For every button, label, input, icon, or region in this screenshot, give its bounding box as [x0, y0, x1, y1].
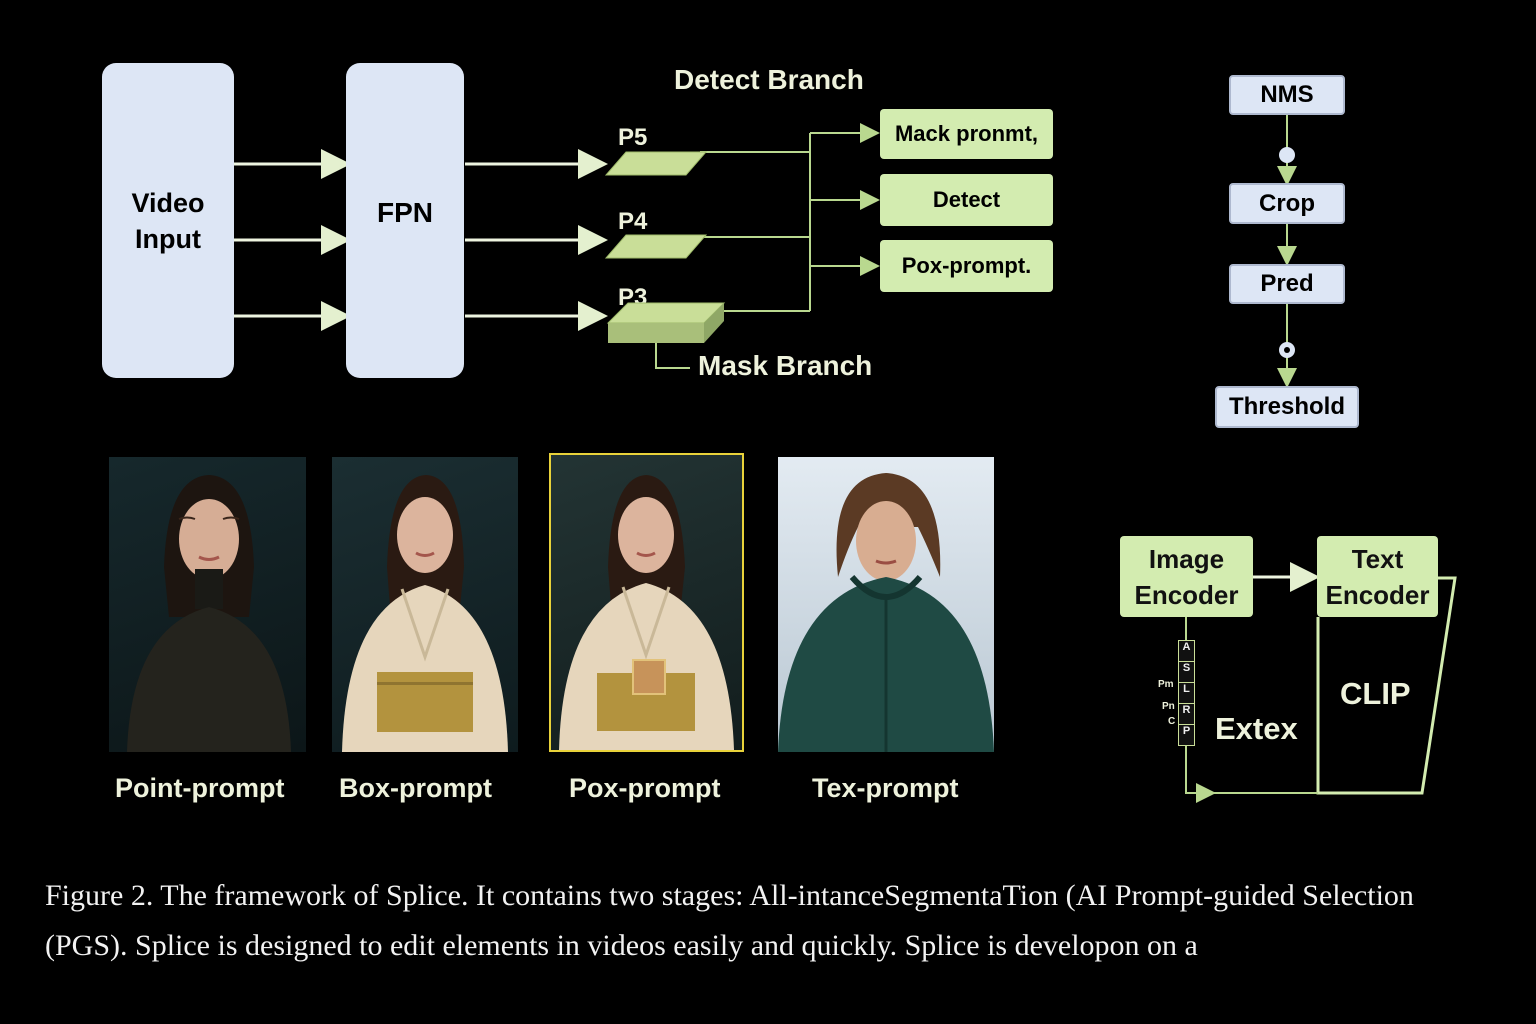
pipeline-step-crop: Crop [1229, 183, 1345, 224]
feature-plate-p3-top [606, 302, 726, 324]
pipeline-step-label-3: Pred [1260, 270, 1314, 297]
image-encoder-box: Image Encoder [1120, 536, 1253, 617]
figure-caption-line1: Figure 2. The framework of Splice. It co… [45, 879, 1414, 912]
example-label-tex-prompt: Tex-prompt [812, 773, 959, 803]
example-photo-box-prompt [332, 457, 518, 752]
portrait-illustration [778, 473, 994, 752]
feature-plates [604, 151, 726, 343]
fpn-label: FPN [377, 196, 433, 228]
feature-stack: A S L R P [1178, 640, 1195, 746]
example-label-box-prompt: Box-prompt [339, 773, 492, 803]
side-label-pm: Pm [1158, 679, 1174, 690]
video-input-box: Video Input [102, 63, 234, 378]
text-encoder-label-line1: Text [1351, 543, 1404, 574]
pipeline-step-label-4: Threshold [1228, 393, 1345, 420]
video-input-label-line2: Input [135, 223, 201, 254]
level-label-p5: P5 [618, 124, 648, 151]
output-box-detect: Detect [880, 174, 1053, 226]
output-box-mack-prompt: Mack pronmt, [880, 109, 1053, 159]
image-encoder-label-line1: Image [1148, 543, 1225, 574]
line-mask-branch [655, 343, 690, 369]
pipeline-step-label-1: NMS [1260, 81, 1314, 108]
example-photo-tex-prompt [778, 457, 994, 752]
stack-cell-3: L [1179, 683, 1194, 704]
extex-loop-line [1185, 617, 1318, 794]
video-input-label-line1: Video [131, 187, 205, 218]
level-label-p4: P4 [618, 208, 648, 235]
feature-plate-p4 [604, 234, 708, 259]
pipeline-dot-1 [1279, 147, 1295, 163]
stack-cell-2: S [1179, 662, 1194, 683]
output-box-pox-prompt: Pox-prompt. [880, 240, 1053, 292]
feature-plate-p3-side [608, 323, 704, 343]
output-label-2: Detect [932, 187, 1001, 212]
example-label-pox-prompt: Pox-prompt [569, 773, 721, 803]
output-label-1: Mack pronmt, [894, 121, 1039, 146]
side-label-c: C [1168, 716, 1176, 727]
portrait-illustration [559, 475, 734, 750]
feature-plate-p3-edge [704, 303, 724, 343]
pipeline-step-pred: Pred [1229, 264, 1345, 304]
pipeline-step-label-2: Crop [1259, 189, 1315, 217]
output-label-3: Pox-prompt. [901, 253, 1032, 278]
feature-plate-p5 [604, 151, 708, 176]
text-encoder-label-line2: Encoder [1325, 579, 1430, 610]
stack-cell-1: A [1179, 641, 1194, 662]
example-label-point-prompt: Point-prompt [115, 773, 285, 803]
fpn-box: FPN [346, 63, 464, 378]
clip-outline [1316, 576, 1457, 795]
pipeline-step-threshold: Threshold [1215, 386, 1359, 428]
figure-caption-line2: (PGS). Splice is designed to edit elemen… [45, 929, 1198, 962]
example-photo-pox-prompt [549, 453, 744, 752]
portrait-illustration [127, 475, 291, 752]
stack-cell-5: P [1182, 725, 1191, 737]
portrait-illustration [342, 475, 508, 752]
example-photo-point-prompt [109, 457, 306, 752]
clip-label: CLIP [1340, 676, 1411, 711]
extex-label: Extex [1215, 711, 1298, 746]
image-encoder-label-line2: Encoder [1134, 579, 1239, 610]
text-encoder-box: Text Encoder [1317, 536, 1438, 617]
detect-branch-title: Detect Branch [674, 64, 864, 95]
pipeline-dot-2-center [1284, 347, 1290, 353]
stack-cell-4: R [1179, 704, 1194, 725]
mask-branch-label: Mask Branch [698, 350, 873, 381]
pipeline-step-nms: NMS [1229, 75, 1345, 115]
side-label-pn: Pn [1162, 701, 1175, 712]
